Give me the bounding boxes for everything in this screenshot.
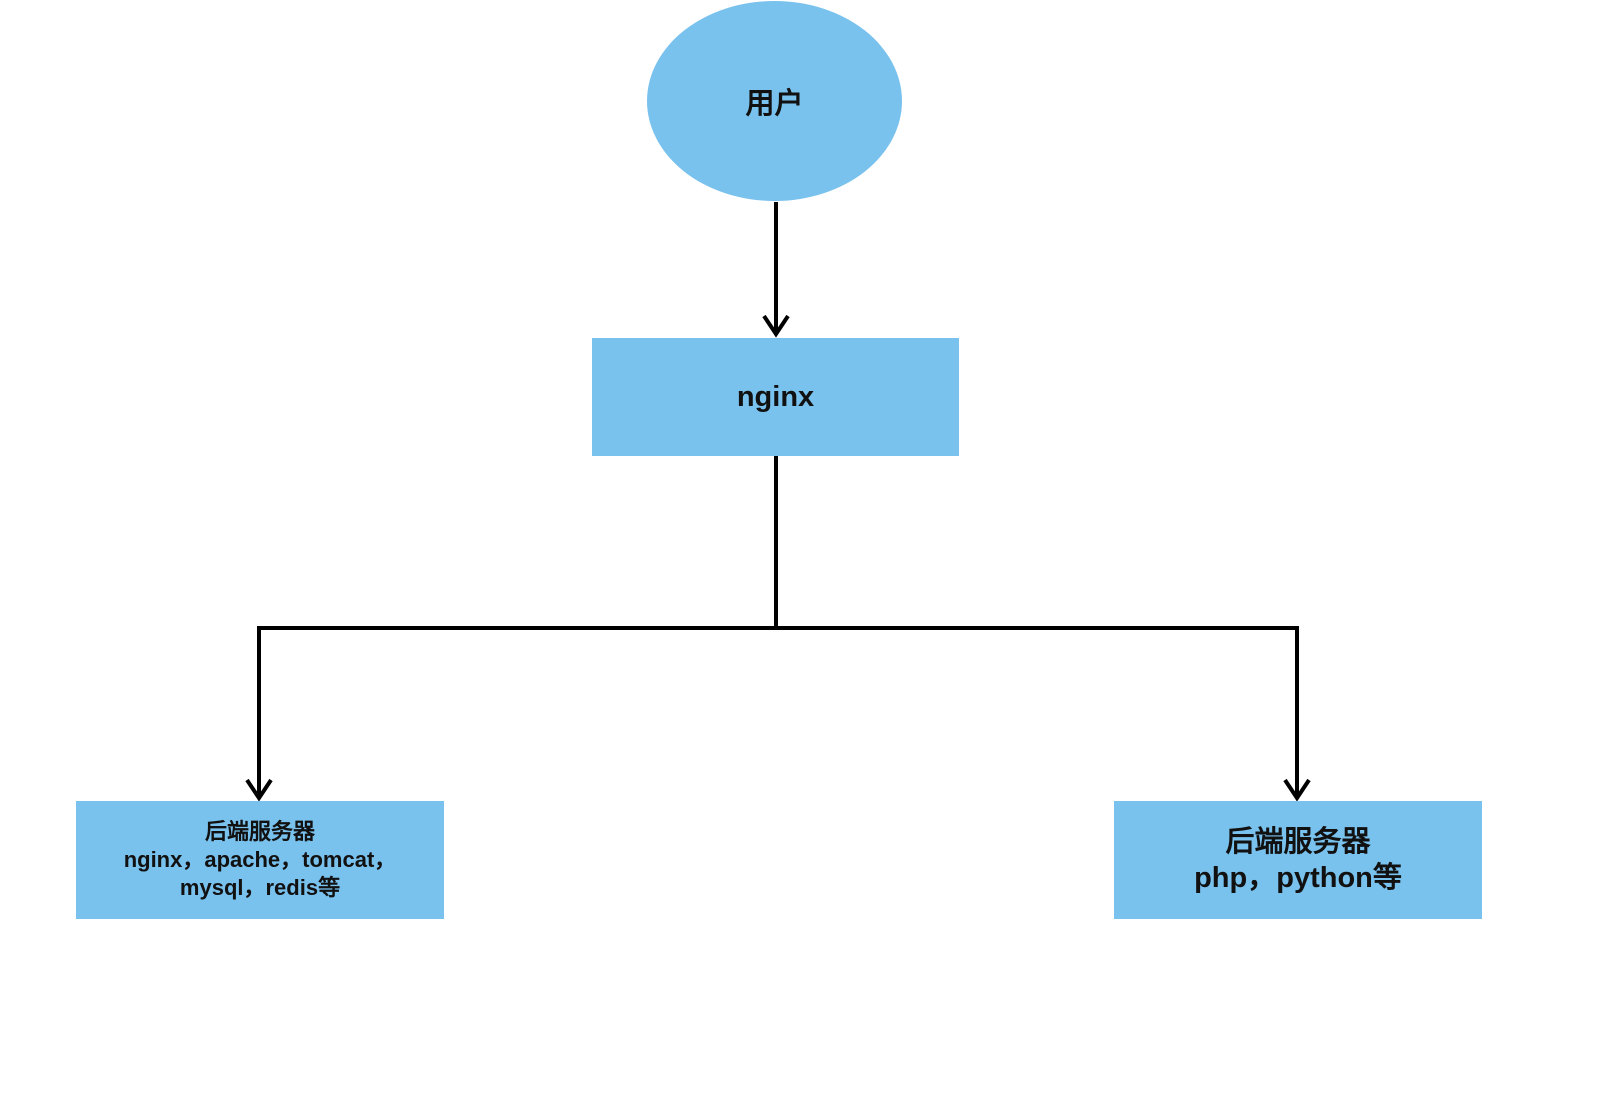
nginx-node: nginx <box>592 338 959 456</box>
user-node-label: 用户 <box>745 88 804 120</box>
arrowhead-backend-left-icon <box>245 778 273 802</box>
backend-right-line-2: php，python等 <box>1194 862 1402 894</box>
backend-server-left-node: 后端服务器 nginx，apache，tomcat， mysql，redis等 <box>76 801 444 919</box>
backend-left-line-1: 后端服务器 <box>204 819 315 844</box>
arrowhead-nginx-icon <box>762 314 790 338</box>
backend-left-line-2: nginx，apache，tomcat， <box>123 847 397 872</box>
nginx-node-label: nginx <box>736 380 815 413</box>
backend-server-right-node: 后端服务器 php，python等 <box>1114 801 1482 919</box>
user-node: 用户 <box>647 1 902 201</box>
arrowhead-backend-right-icon <box>1283 778 1311 802</box>
backend-left-line-3: mysql，redis等 <box>179 875 341 900</box>
backend-right-line-1: 后端服务器 <box>1225 826 1371 858</box>
